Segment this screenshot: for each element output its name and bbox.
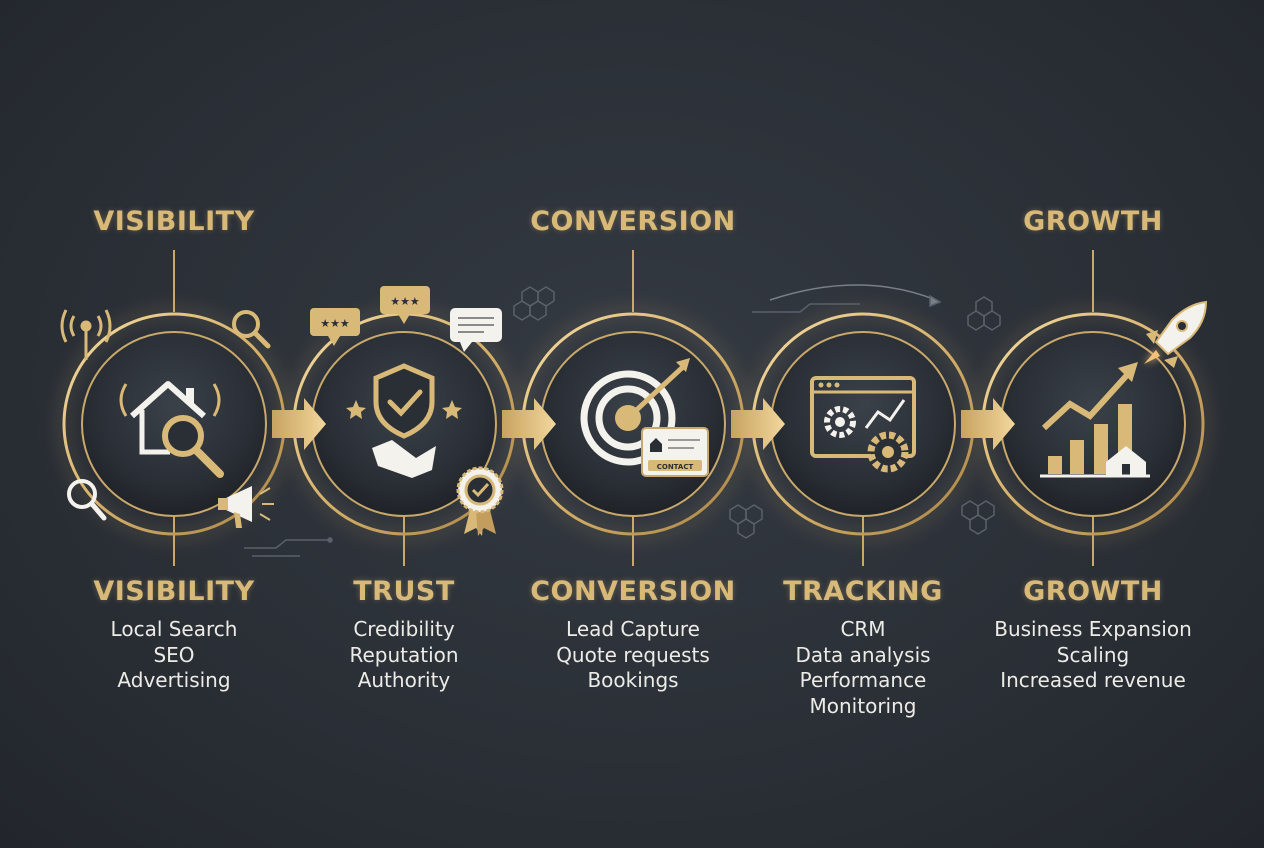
hexagon-cluster-icon [961, 500, 995, 535]
stage-visibility-node [60, 310, 288, 538]
stage-growth-node [979, 310, 1207, 538]
stage-item: Monitoring [809, 693, 917, 718]
magnifier-icon [232, 310, 271, 349]
stage-item-list: CRM Data analysis Performance Monitoring [743, 617, 983, 719]
review-bubble-left: ★★★ [310, 308, 360, 346]
review-stars-label: ★★★ [320, 317, 350, 330]
megaphone-icon [218, 486, 274, 528]
stage-title: GROWTH [1023, 576, 1163, 607]
stage-tracking: TRACKING CRM Data analysis Performance M… [743, 576, 983, 719]
flow-arrows [272, 398, 1015, 450]
top-label-growth: GROWTH [1023, 206, 1163, 237]
contact-button-label: CONTACT [657, 463, 694, 471]
hexagon-cluster-icon [967, 296, 1001, 331]
signal-tower-icon [60, 309, 112, 360]
arrow-1 [272, 398, 326, 450]
stage-item: Bookings [587, 668, 679, 692]
stage-item: Performance [799, 668, 927, 692]
badge-check-icon [456, 466, 504, 536]
stage-item: Data analysis [795, 642, 931, 667]
stage-item: Authority [357, 668, 451, 692]
target-contact-icon: CONTACT [580, 358, 709, 477]
stage-item: SEO [153, 642, 195, 667]
house-search-icon [119, 381, 224, 478]
hexagon-cluster-icon [729, 504, 763, 539]
chat-bubble-icon [450, 308, 502, 352]
review-stars-label: ★★★ [390, 295, 420, 308]
stage-item: Scaling [1056, 642, 1130, 667]
arrow-4 [961, 398, 1015, 450]
top-label-visibility: VISIBILITY [93, 206, 255, 237]
stage-growth: GROWTH Business Expansion Scaling Increa… [973, 576, 1213, 694]
arrow-2 [502, 398, 556, 450]
stage-item: Advertising [117, 668, 231, 692]
stage-item: Local Search [110, 617, 238, 641]
dashboard-gears-icon [810, 376, 916, 473]
stage-item-list: Business Expansion Scaling Increased rev… [973, 617, 1213, 694]
hexagon-cluster-icon [513, 286, 555, 321]
stage-title: CONVERSION [530, 576, 736, 607]
stage-title: TRUST [353, 576, 455, 607]
shield-handshake-icon [346, 363, 462, 478]
stage-item-list: Lead Capture Quote requests Bookings [513, 617, 753, 694]
stage-item: Quote requests [556, 642, 710, 667]
stage-item-list: Credibility Reputation Authority [284, 617, 524, 694]
stage-conversion-node: CONTACT [519, 310, 747, 538]
review-bubble-top: ★★★ [380, 286, 430, 324]
stage-item: Lead Capture [566, 617, 700, 641]
top-label-conversion: CONVERSION [530, 206, 736, 237]
stage-item: Reputation [349, 642, 459, 667]
connector-lines [173, 250, 1094, 566]
stage-item: CRM [840, 617, 886, 641]
magnifier-icon [67, 479, 107, 521]
stage-item-list: Local Search SEO Advertising [54, 617, 294, 694]
stage-item: Credibility [353, 617, 455, 641]
arrow-3 [731, 398, 785, 450]
stage-visibility: VISIBILITY Local Search SEO Advertising [54, 576, 294, 694]
stage-title: VISIBILITY [93, 576, 255, 607]
growth-chart-icon [1040, 362, 1150, 478]
stage-item: Business Expansion [994, 617, 1192, 641]
stage-conversion: CONVERSION Lead Capture Quote requests B… [513, 576, 753, 694]
rocket-icon [1144, 300, 1208, 368]
stage-trust: TRUST Credibility Reputation Authority [284, 576, 524, 694]
stage-item: Increased revenue [1000, 668, 1186, 692]
stage-title: TRACKING [783, 576, 943, 607]
circuit-lines [244, 284, 942, 557]
